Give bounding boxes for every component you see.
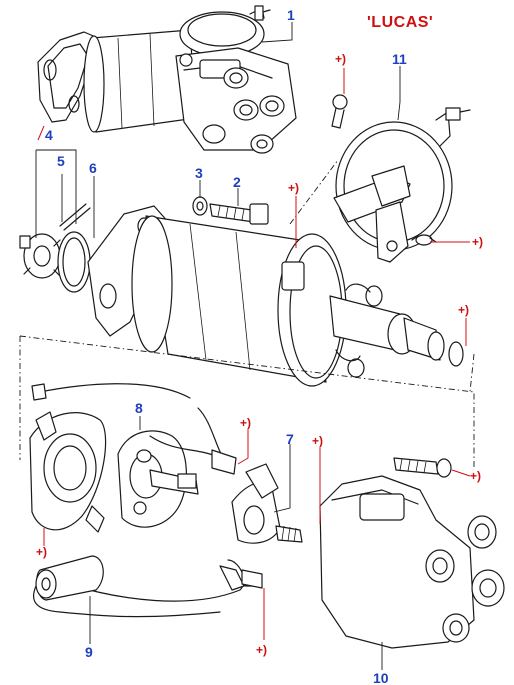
lower-screws — [219, 565, 263, 591]
carbon-brush-spring — [275, 525, 303, 543]
cap-terminals-top — [202, 67, 285, 154]
note-marker-lead: +) — [240, 416, 251, 430]
condenser — [35, 555, 104, 601]
callout-4: 4 — [45, 127, 53, 143]
callout-9: 9 — [85, 644, 93, 660]
note-marker-brush: +) — [312, 434, 323, 448]
distributor-assembly-top — [37, 5, 297, 154]
note-marker-cap-screw: +) — [470, 469, 481, 483]
cap-screw — [393, 457, 452, 478]
note-marker-vacuum-screw: +) — [335, 52, 346, 66]
callout-6: 6 — [89, 160, 97, 176]
callout-7: 7 — [286, 431, 294, 447]
callout-11: 11 — [392, 51, 407, 67]
brand-label: 'LUCAS' — [367, 14, 433, 31]
callout-2: 2 — [233, 174, 241, 190]
condenser-leads — [31, 383, 245, 618]
leader-lines — [35, 22, 471, 670]
callout-10: 10 — [373, 670, 389, 685]
contact-breaker-assembly — [117, 430, 217, 528]
drive-dog-and-seals — [19, 203, 91, 293]
base-plate — [29, 411, 107, 533]
callout-5: 5 — [57, 153, 65, 169]
callout-3: 3 — [195, 165, 203, 181]
note-marker-vacuum-bottom: +) — [472, 235, 483, 249]
superseded-mark — [37, 125, 45, 141]
distributor-cap — [319, 475, 505, 649]
advance-weights — [335, 283, 383, 378]
note-marker-base-plate: +) — [36, 545, 47, 559]
note-marker-housing: +) — [288, 181, 299, 195]
callout-8: 8 — [135, 400, 143, 416]
rotor-arm — [231, 463, 281, 544]
note-marker-lower-screw: +) — [256, 643, 267, 657]
distributor-housing — [87, 196, 464, 387]
callout-1: 1 — [287, 7, 295, 23]
clamp-bolt — [209, 203, 269, 225]
note-marker-washer: +) — [458, 303, 469, 317]
vacuum-advance-unit — [331, 94, 471, 263]
